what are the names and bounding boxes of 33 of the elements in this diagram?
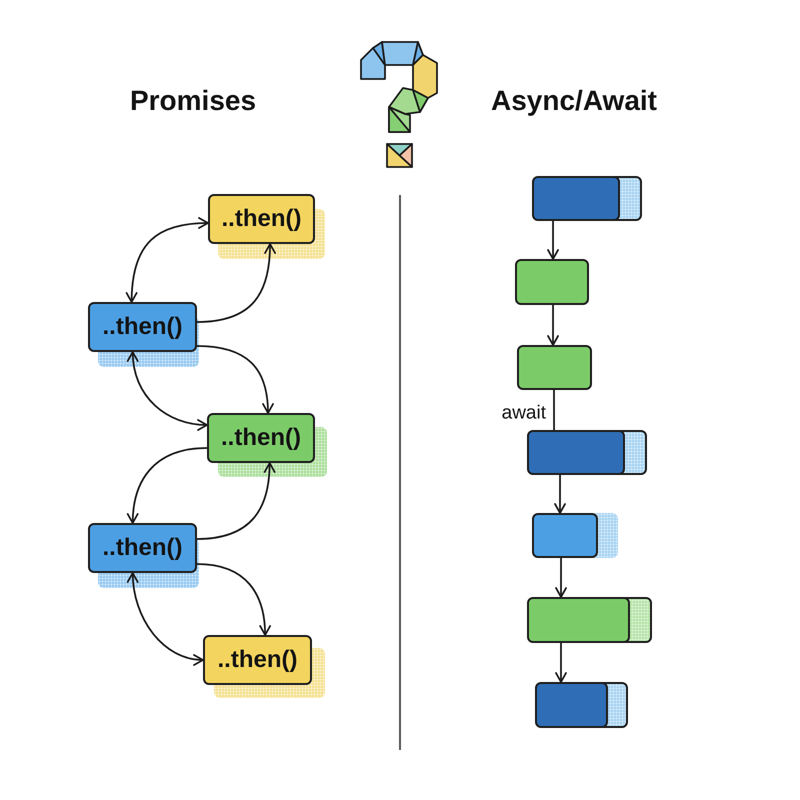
arrow [196,563,271,636]
arrow [127,447,208,524]
arrow [196,462,276,540]
arrow [555,557,567,598]
process-block [532,513,598,558]
method-call-text: ..then() [102,536,182,560]
column-heading: Async/Await [491,87,657,115]
double-arrow [127,572,204,666]
process-block [527,597,630,643]
process-box [203,635,312,685]
column-heading: Promises [130,87,256,115]
process-block [532,176,620,221]
connector-line [553,389,555,431]
arrow [554,474,566,514]
arrow [547,304,559,346]
double-arrow [127,351,208,430]
arrow [547,220,559,260]
method-call-text: ..then() [218,648,298,672]
arrow [196,345,274,414]
arrow [555,642,567,683]
process-block [517,345,592,390]
process-box [88,523,197,573]
arrow [196,243,276,323]
process-box [88,302,197,352]
method-call-text: ..then() [221,426,301,450]
process-block [515,259,589,305]
process-box [208,194,315,244]
process-box [207,413,315,463]
double-arrow [126,217,209,303]
method-call-text: ..then() [222,207,302,231]
process-block [535,682,608,728]
method-call-text: ..then() [102,315,182,339]
process-block [527,430,625,475]
